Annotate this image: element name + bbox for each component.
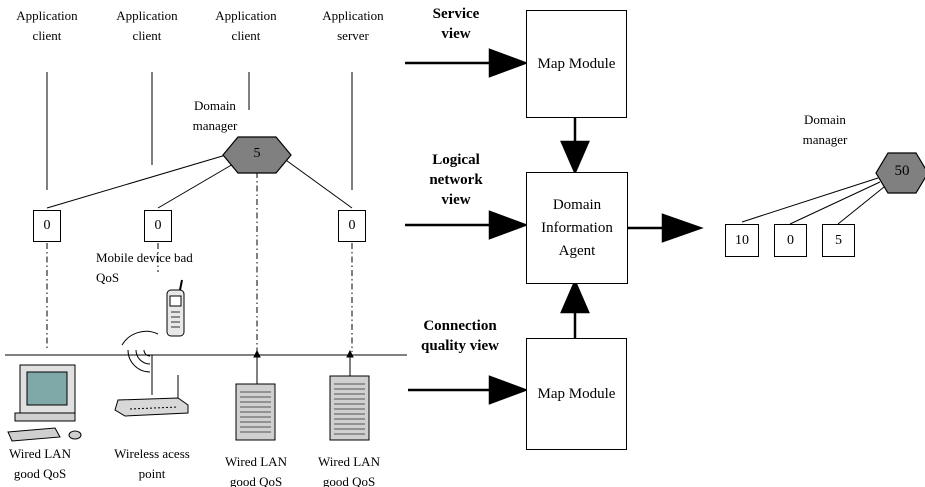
label-mobile-device: Mobile device bad QoS: [96, 250, 193, 285]
map-module-top: Map Module: [526, 10, 627, 118]
desktop-computer-icon: [7, 364, 82, 442]
node-box-2: 0: [144, 210, 172, 242]
label-app-client-3: Application client: [215, 8, 277, 43]
dashdot-lines: [46, 243, 353, 352]
label-connection-quality-view: Connection quality view: [421, 318, 499, 354]
view-arrows: [405, 48, 529, 405]
label-wireless-ap: Wireless acess point: [114, 446, 190, 481]
label-app-client-2: Application client: [116, 8, 178, 43]
manager-links: [46, 149, 353, 352]
domain-manager-value: 5: [253, 146, 261, 161]
module-arrows: [560, 118, 704, 338]
server-tower-icon: [235, 383, 276, 441]
label-service-view: Service view: [432, 6, 480, 42]
right-node-box-3: 5: [822, 224, 855, 257]
mobile-phone-icon: [166, 279, 185, 337]
label-wired-lan-2: Wired LAN good QoS: [225, 454, 287, 487]
label-app-server: Application server: [322, 8, 384, 43]
label-logical-network-view: Logical network view: [429, 152, 483, 208]
label-wired-lan-1: Wired LAN good QoS: [9, 446, 71, 481]
map-module-bottom: Map Module: [526, 338, 627, 450]
application-lines: [46, 72, 353, 190]
domain-manager-hexagon-right: [875, 152, 925, 194]
node-box-3: 0: [338, 210, 366, 242]
server-tower-icon: [329, 375, 370, 441]
label-wired-lan-3: Wired LAN good QoS: [318, 454, 380, 487]
keyboard-icon: [7, 427, 61, 442]
label-domain-manager-right: Domain manager: [802, 112, 848, 147]
domain-manager-hexagon: [222, 136, 292, 174]
domain-manager-right-value: 50: [894, 163, 910, 179]
domain-information-agent: Domain Information Agent: [526, 172, 628, 284]
node-box-1: 0: [33, 210, 61, 242]
mouse-icon: [68, 430, 82, 440]
right-node-box-2: 0: [774, 224, 807, 257]
right-manager-links: [741, 177, 885, 225]
label-domain-manager: Domain manager: [192, 98, 238, 133]
label-app-client-1: Application client: [16, 8, 78, 43]
right-node-box-1: 10: [725, 224, 759, 257]
wireless-access-point-icon: [114, 330, 189, 417]
